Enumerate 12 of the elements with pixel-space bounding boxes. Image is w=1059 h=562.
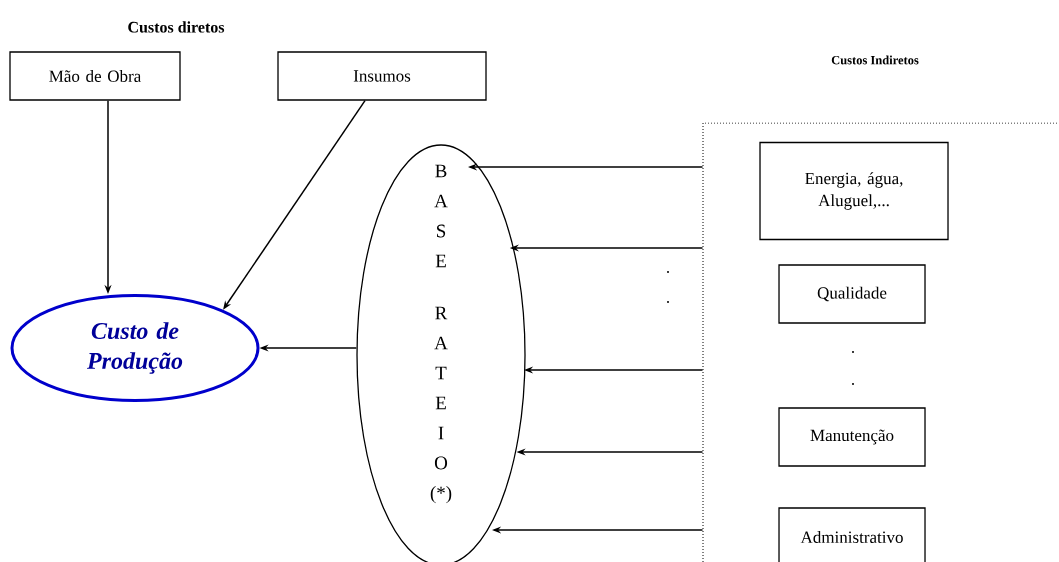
- section-heading: Custos diretos: [128, 21, 225, 33]
- group-heading: Custos Indiretos: [831, 55, 919, 65]
- text-box: Manutenção: [778, 407, 926, 467]
- text-box: Qualidade: [778, 264, 926, 324]
- text-box: Mão de Obra: [9, 51, 181, 101]
- ellipsis-dot: .: [667, 271, 669, 273]
- text-box: Insumos: [277, 51, 487, 101]
- text-box: Energia, água, Aluguel,...: [759, 141, 949, 241]
- ellipsis-dot: .: [852, 351, 854, 353]
- ellipsis-dot: .: [852, 383, 854, 385]
- ellipsis-dot: .: [667, 301, 669, 303]
- text-box: Administrativo: [778, 507, 926, 562]
